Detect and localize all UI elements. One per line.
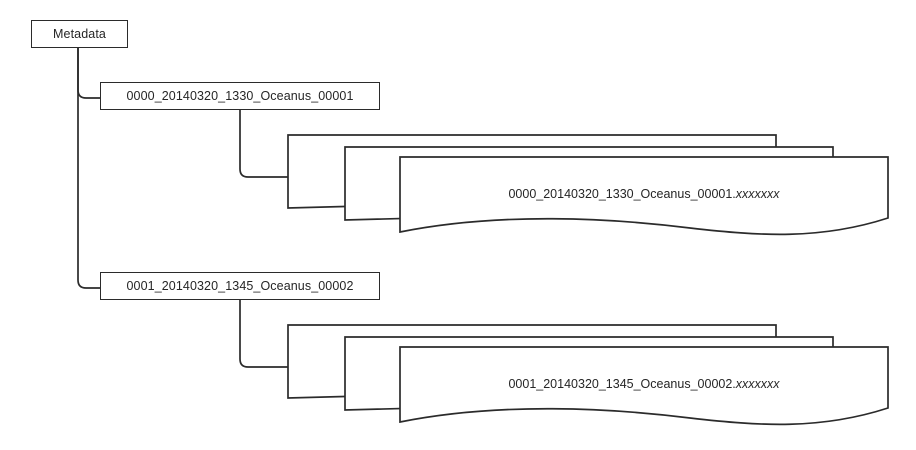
connector-branch-1-to-docs (239, 110, 288, 178)
document-stack-1-label-base: 0000_20140320_1330_Oceanus_00001. (508, 187, 736, 201)
connector-metadata-to-branch-2 (77, 48, 100, 289)
node-branch-1-label: 0000_20140320_1330_Oceanus_00001 (126, 89, 354, 103)
document-stack-1-label-extension: xxxxxxx (735, 187, 780, 201)
connector-metadata-to-branch-1 (77, 48, 100, 99)
document-stack-2 (287, 324, 889, 426)
node-metadata-label: Metadata (53, 27, 106, 41)
document-shape-front (399, 156, 889, 236)
node-branch-2[interactable]: 0001_20140320_1345_Oceanus_00002 (100, 272, 380, 300)
node-branch-1[interactable]: 0000_20140320_1330_Oceanus_00001 (100, 82, 380, 110)
node-branch-2-label: 0001_20140320_1345_Oceanus_00002 (126, 279, 354, 293)
document-stack-2-label-base: 0001_20140320_1345_Oceanus_00002. (508, 377, 736, 391)
document-stack-1-label: 0000_20140320_1330_Oceanus_00001.xxxxxxx (400, 187, 888, 201)
node-metadata[interactable]: Metadata (31, 20, 128, 48)
connector-branch-2-to-docs (239, 300, 288, 368)
document-stack-2-label-extension: xxxxxxx (735, 377, 780, 391)
document-shape-front (399, 346, 889, 426)
document-stack-2-label: 0001_20140320_1345_Oceanus_00002.xxxxxxx (400, 377, 888, 391)
document-stack-1 (287, 134, 889, 236)
